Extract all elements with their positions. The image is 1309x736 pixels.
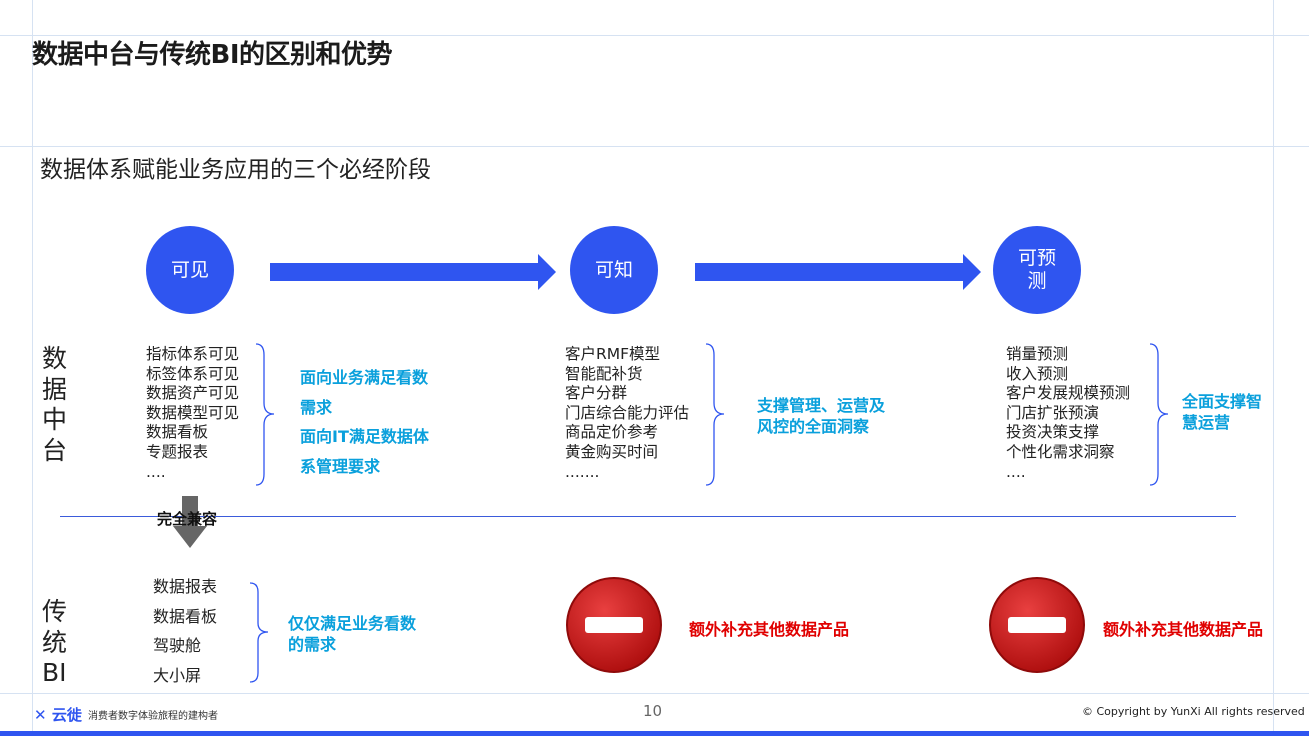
list-item: 数据资产可见 <box>146 384 240 403</box>
stage-knowable: 可知 <box>570 226 658 314</box>
company-slogan: 消费者数字体验旅程的建构者 <box>88 711 218 722</box>
list-item: 标签体系可见 <box>146 364 240 383</box>
page-title: 数据中台与传统BI的区别和优势 <box>32 40 393 70</box>
copyright-notice: © Copyright by YunXi All rights reserved <box>1082 705 1305 718</box>
brace-icon <box>255 343 275 486</box>
extra-products-note-1: 额外补充其他数据产品 <box>689 620 850 639</box>
list-item: .... <box>146 462 166 481</box>
guide-line-vertical-right <box>1273 0 1274 736</box>
knowable-items-list: 客户RMF模型 智能配补货 客户分群 门店综合能力评估 商品定价参考 黄金购买时… <box>565 345 689 482</box>
list-item: 数据模型可见 <box>146 403 240 422</box>
list-item: 客户RMF模型 <box>565 345 661 363</box>
list-item: 收入预测 <box>1006 364 1069 383</box>
section-divider <box>60 516 1236 517</box>
list-item: ....... <box>565 462 600 481</box>
guide-line-horizontal-header <box>0 146 1309 147</box>
list-item: 专题报表 <box>146 442 209 461</box>
predictable-description: 全面支撑智慧运营 <box>1182 392 1263 432</box>
company-logo: ✕ 云徙 <box>34 706 82 724</box>
brace-icon <box>705 343 725 486</box>
compatibility-label: 完全兼容 <box>157 510 218 528</box>
stage-predictable: 可预测 <box>993 226 1081 314</box>
arrow-down-icon <box>173 496 207 548</box>
footer-bar <box>0 731 1309 736</box>
predictable-items-list: 销量预测 收入预测 客户发展规模预测 门店扩张预演 投资决策支撑 个性化需求洞察… <box>1006 345 1130 482</box>
page-subtitle: 数据体系赋能业务应用的三个必经阶段 <box>40 157 431 183</box>
list-item: 门店扩张预演 <box>1006 403 1100 422</box>
list-item: 数据报表 <box>153 577 218 596</box>
stage-visible: 可见 <box>146 226 234 314</box>
stop-sign-icon <box>566 577 662 673</box>
list-item: 数据看板 <box>153 606 218 626</box>
guide-line-vertical-left <box>32 0 33 736</box>
list-item: 投资决策支撑 <box>1006 423 1100 442</box>
list-item: 个性化需求洞察 <box>1006 442 1115 461</box>
list-item: 客户发展规模预测 <box>1006 384 1131 403</box>
guide-line-horizontal-footer <box>0 693 1309 694</box>
list-item: 智能配补货 <box>565 364 643 383</box>
extra-products-note-2: 额外补充其他数据产品 <box>1103 620 1264 639</box>
list-item: 大小屏 <box>153 665 202 685</box>
list-item: 门店综合能力评估 <box>565 403 690 422</box>
bi-items-list: 数据报表 数据看板 驾驶舱 大小屏 <box>153 572 217 690</box>
list-item: 数据看板 <box>146 423 209 442</box>
list-item: .... <box>1006 462 1026 481</box>
list-item: 销量预测 <box>1006 345 1069 363</box>
list-item: 黄金购买时间 <box>565 442 659 461</box>
brace-icon <box>249 582 269 683</box>
arrow-right-1-icon <box>270 254 556 290</box>
page-number: 10 <box>643 702 663 720</box>
arrow-right-2-icon <box>695 254 981 290</box>
row-label-traditional-bi: 传统BI <box>42 597 68 687</box>
guide-line-horizontal-top <box>0 35 1309 36</box>
list-item: 客户分群 <box>565 384 628 403</box>
list-item: 指标体系可见 <box>146 345 240 363</box>
row-label-data-platform: 数据中台 <box>42 344 68 465</box>
brace-icon <box>1149 343 1169 486</box>
logo-icon: ✕ <box>34 706 47 724</box>
visible-description: 面向业务满足看数 需求 面向IT满足数据体 系管理要求 <box>300 368 429 476</box>
stop-sign-icon <box>989 577 1085 673</box>
list-item: 驾驶舱 <box>153 636 202 655</box>
list-item: 商品定价参考 <box>565 423 659 442</box>
bi-description: 仅仅满足业务看数的需求 <box>288 614 417 654</box>
visible-items-list: 指标体系可见 标签体系可见 数据资产可见 数据模型可见 数据看板 专题报表 ..… <box>146 345 239 482</box>
knowable-description: 支撑管理、运营及风控的全面洞察 <box>757 396 886 436</box>
